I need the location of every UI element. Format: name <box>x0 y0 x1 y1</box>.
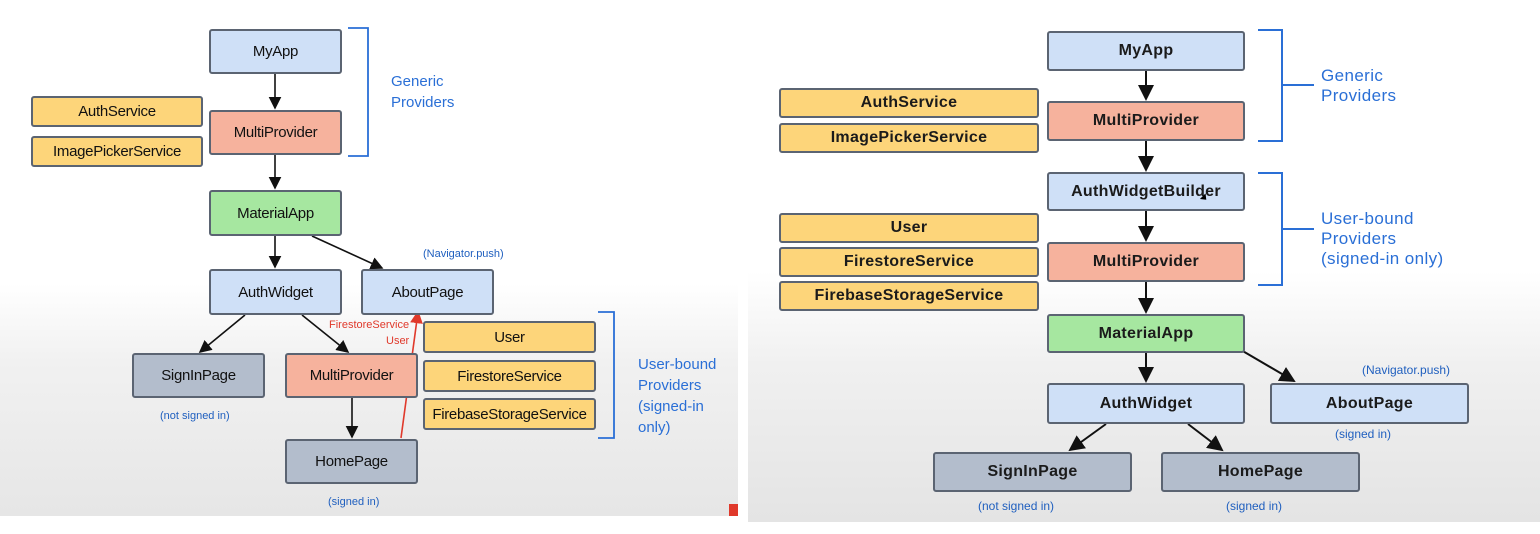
multiprovider-top-label: MultiProvider <box>1092 112 1200 129</box>
authwidgetbuilder-label: AuthWidgetBuilder <box>1071 182 1221 200</box>
edge-materialapp-aboutpage <box>1240 349 1296 383</box>
firebasestorageservice-label: FirebaseStorageService <box>432 405 587 423</box>
right-edges <box>1068 29 1314 452</box>
signinpage-label: SignInPage <box>161 367 236 384</box>
materialapp-node: MaterialApp <box>209 190 342 236</box>
multiprovider-bottom-node: MultiProvider <box>1047 242 1245 282</box>
aboutpage-node: AboutPage <box>361 269 494 315</box>
edge-materialapp-aboutpage <box>311 235 384 270</box>
aboutpage-label: AboutPage <box>1325 394 1414 412</box>
not-signed-in-note: (not signed in) <box>978 499 1055 513</box>
authservice-node: AuthService <box>31 96 203 127</box>
multiprovider-top-node: MultiProvider <box>1047 101 1245 141</box>
authwidget-label: AuthWidget <box>238 283 313 301</box>
red-firestoreservice-label: FirestoreService <box>329 319 410 331</box>
generic-line1: Generic <box>1321 66 1384 85</box>
myapp-node: MyApp <box>1047 31 1245 71</box>
bracket-user-bound <box>598 311 615 439</box>
firestoreservice-node: FirestoreService <box>423 360 596 392</box>
user-bound-line3: (signed-in only) <box>1321 249 1444 268</box>
signinpage-node: SignInPage <box>933 452 1132 492</box>
generic-providers-label: Generic Providers <box>1321 66 1396 106</box>
myapp-label: MyApp <box>1118 42 1174 59</box>
navigator-push-note: (Navigator.push) <box>423 248 504 260</box>
user-bound-line1: User-bound <box>638 356 717 373</box>
red-user-label: User <box>386 335 410 347</box>
myapp-label: MyApp <box>252 43 299 60</box>
user-bound-providers-label: User-bound Providers (signed-in only) <box>638 354 738 438</box>
firebasestorageservice-node: FirebaseStorageService <box>779 281 1039 311</box>
edge-authwidget-signinpage <box>198 314 246 354</box>
user-node: User <box>779 213 1039 243</box>
signinpage-node: SignInPage <box>132 353 265 398</box>
authservice-label: AuthService <box>860 94 958 111</box>
signed-in-note: (signed in) <box>328 496 380 508</box>
user-bound-line3: (signed-in only) <box>638 398 704 436</box>
signed-in-about-note: (signed in) <box>1335 427 1392 441</box>
materialapp-label: MaterialApp <box>1098 324 1194 342</box>
imagepickerservice-node: ImagePickerService <box>31 136 203 167</box>
multiprovider-bottom-label: MultiProvider <box>309 367 394 384</box>
user-bound-line2: Providers <box>638 377 702 394</box>
user-bound-line1: User-bound <box>1321 209 1414 228</box>
materialapp-label: MaterialApp <box>237 204 314 222</box>
authwidget-node: AuthWidget <box>209 269 342 315</box>
materialapp-node: MaterialApp <box>1047 314 1245 353</box>
edge-authwidget-signinpage <box>1068 423 1107 452</box>
authservice-label: AuthService <box>78 103 156 120</box>
aboutpage-node: AboutPage <box>1270 383 1469 424</box>
myapp-node: MyApp <box>209 29 342 74</box>
user-bound-line2: Providers <box>1321 229 1397 248</box>
homepage-label: HomePage <box>1217 463 1304 480</box>
generic-line1: Generic <box>391 73 444 90</box>
firestoreservice-label: FirestoreService <box>457 367 562 385</box>
panel-divider <box>738 0 748 534</box>
left-diagram-panel: MyApp AuthService ImagePickerService Mul… <box>0 0 738 516</box>
firebasestorageservice-label: FirebaseStorageService <box>814 287 1004 304</box>
generic-line2: Providers <box>391 94 455 111</box>
homepage-label: HomePage <box>315 453 388 470</box>
authwidget-label: AuthWidget <box>1099 394 1193 412</box>
bracket-user-bound <box>1258 172 1283 286</box>
generic-providers-label: Generic Providers <box>391 71 454 113</box>
bracket-generic <box>348 27 369 157</box>
imagepickerservice-label: ImagePickerService <box>830 129 988 146</box>
red-corner-mark <box>729 504 738 516</box>
signed-in-home-note: (signed in) <box>1226 499 1283 513</box>
multiprovider-top-label: MultiProvider <box>233 124 318 141</box>
multiprovider-bottom-node: MultiProvider <box>285 353 418 398</box>
firestoreservice-label: FirestoreService <box>843 253 975 270</box>
not-signed-in-note: (not signed in) <box>160 410 230 422</box>
firestoreservice-node: FirestoreService <box>779 247 1039 277</box>
authservice-node: AuthService <box>779 88 1039 118</box>
multiprovider-top-node: MultiProvider <box>209 110 342 155</box>
signinpage-label: SignInPage <box>987 463 1078 480</box>
authwidget-node: AuthWidget <box>1047 383 1245 424</box>
edge-authwidget-homepage <box>1187 423 1224 452</box>
edge-authwidget-multiprovider <box>301 314 350 354</box>
user-label: User <box>890 219 928 236</box>
homepage-node: HomePage <box>285 439 418 484</box>
left-edges <box>198 27 615 439</box>
imagepickerservice-node: ImagePickerService <box>779 123 1039 153</box>
homepage-node: HomePage <box>1161 452 1360 492</box>
user-node: User <box>423 321 596 353</box>
imagepickerservice-label: ImagePickerService <box>53 143 181 160</box>
navigator-push-note: (Navigator.push) <box>1362 363 1451 377</box>
aboutpage-label: AboutPage <box>391 283 464 301</box>
generic-line2: Providers <box>1321 86 1397 105</box>
user-label: User <box>494 328 525 346</box>
firebasestorageservice-node: FirebaseStorageService <box>423 398 596 430</box>
right-diagram-panel: MyApp AuthService ImagePickerService Mul… <box>748 0 1540 522</box>
authwidgetbuilder-node: AuthWidgetBuilder <box>1047 172 1245 211</box>
multiprovider-bottom-label: MultiProvider <box>1092 253 1200 270</box>
user-bound-providers-label: User-bound Providers (signed-in only) <box>1321 209 1444 269</box>
bracket-generic <box>1258 29 1283 142</box>
